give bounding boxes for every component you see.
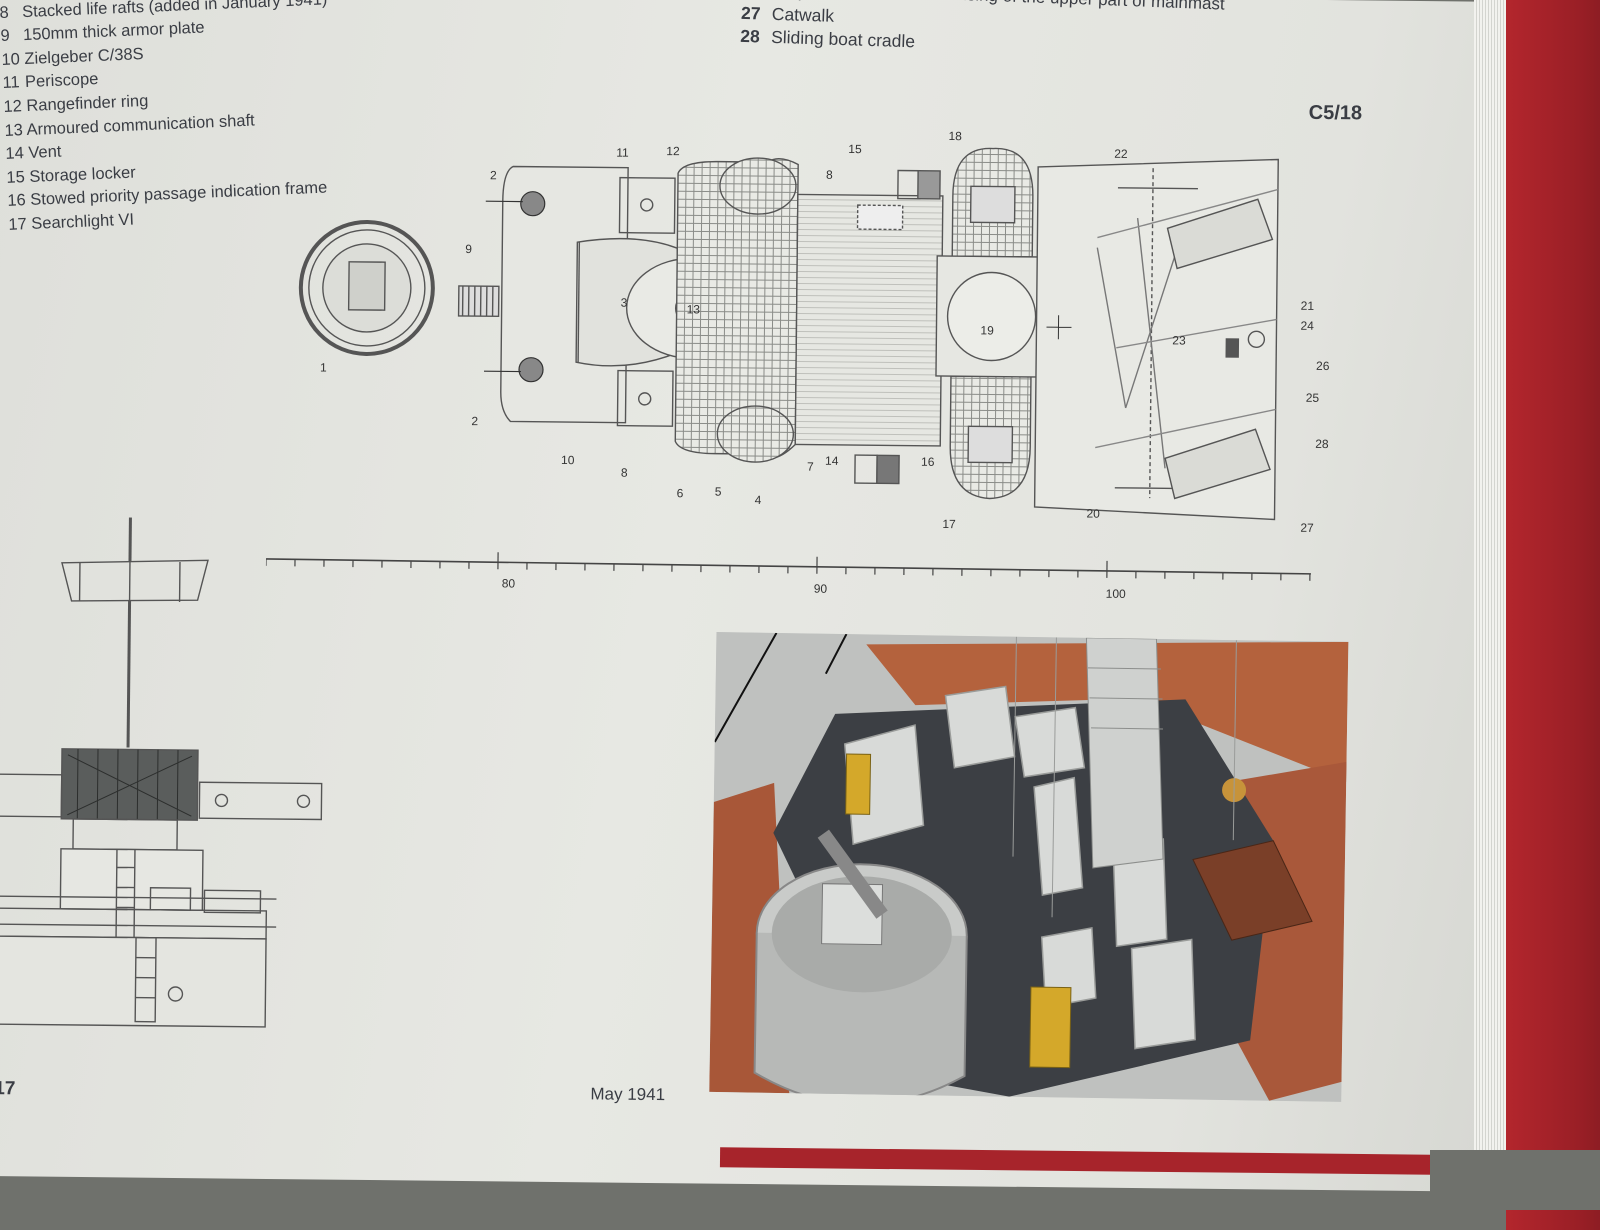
legend-number: 15 — [6, 166, 25, 190]
legend-number: 28 — [740, 25, 767, 49]
callout-10: 10 — [561, 453, 575, 467]
callout-26: 26 — [1316, 359, 1330, 373]
life-raft-upper — [846, 754, 871, 814]
callout-8a: 8 — [826, 168, 833, 182]
legend-text: Catwalk — [767, 3, 835, 25]
book-cover — [1506, 0, 1600, 1230]
callout-21: 21 — [1301, 299, 1315, 313]
legend-number: 10 — [1, 48, 20, 72]
life-raft-lower — [1030, 987, 1071, 1068]
legend-text: Storage locker — [24, 163, 136, 186]
callout-12: 12 — [666, 144, 680, 158]
legend-text: Sliding boat cradle — [766, 27, 915, 52]
legend-number: 11 — [2, 72, 21, 96]
cutaway-render — [709, 632, 1348, 1102]
callout-25: 25 — [1306, 391, 1320, 405]
callout-17: 17 — [942, 517, 956, 531]
figure-caption: May 1941 — [590, 1084, 665, 1105]
callout-23: 23 — [1172, 333, 1186, 347]
figure-id-bottom: 5/17 — [0, 1078, 16, 1100]
deck-plan-drawing: 1 2 2 3 4 5 6 7 8 8 9 10 11 12 13 14 15 … — [294, 119, 1348, 550]
callout-24: 24 — [1300, 319, 1314, 333]
background-corner — [1430, 1150, 1600, 1210]
legend-number: 12 — [3, 95, 22, 119]
callout-16: 16 — [921, 455, 935, 469]
legend-right-fragment: raising of the upper part of mainmast — [948, 0, 1225, 15]
legend-number: 9 — [0, 24, 19, 48]
callout-20: 20 — [1086, 507, 1100, 521]
legend-text: Zielgeber C/38S — [19, 45, 143, 68]
scale-label-80: 80 — [502, 576, 516, 590]
callout-3: 3 — [621, 296, 628, 310]
callout-4: 4 — [755, 493, 762, 507]
page-edges — [1474, 0, 1510, 1170]
callout-18: 18 — [948, 129, 962, 143]
legend-text: Vent — [23, 143, 61, 163]
legend-text: Searchlight VI — [26, 211, 134, 233]
plank-deck — [795, 194, 943, 446]
legend-number: 16 — [7, 189, 26, 213]
legend-text: 150mm thick armor plate — [18, 19, 205, 45]
legend-right-item-28: 28 Sliding boat cradle — [740, 25, 916, 54]
legend-left: 7 Night control post8 Stacked life rafts… — [0, 0, 337, 237]
callout-6: 6 — [677, 486, 684, 500]
callout-27: 27 — [1300, 521, 1314, 535]
figure-id-top: C5/18 — [1309, 102, 1363, 126]
callout-5: 5 — [715, 485, 722, 499]
callout-28: 28 — [1315, 437, 1329, 451]
callout-8b: 8 — [621, 466, 628, 480]
callout-15: 15 — [848, 142, 862, 156]
legend-number: 8 — [0, 1, 18, 25]
legend-text: Periscope — [20, 70, 99, 91]
callout-2a: 2 — [490, 168, 497, 182]
side-elevation-drawing — [0, 516, 330, 1060]
callout-11: 11 — [616, 146, 629, 160]
book-page: 7 Night control post8 Stacked life rafts… — [0, 0, 1512, 1192]
callout-7: 7 — [807, 460, 814, 474]
scale-label-90: 90 — [814, 582, 828, 596]
scale-label-100: 100 — [1106, 587, 1126, 601]
legend-number: 14 — [5, 142, 24, 166]
callout-9: 9 — [465, 242, 472, 256]
callout-14: 14 — [825, 454, 839, 468]
legend-number: 13 — [4, 119, 23, 143]
legend-number: 27 — [741, 1, 768, 25]
legend-text: Rangefinder ring — [21, 92, 148, 115]
callout-22: 22 — [1114, 147, 1128, 161]
scale-bar: 80 90 100 — [266, 537, 1347, 608]
callout-2b: 2 — [471, 414, 478, 428]
callout-19: 19 — [980, 323, 994, 337]
callout-13: 13 — [687, 302, 701, 316]
legend-text: Ship's bell — [767, 0, 852, 2]
callout-1: 1 — [320, 360, 327, 374]
legend-number: 17 — [8, 213, 27, 237]
